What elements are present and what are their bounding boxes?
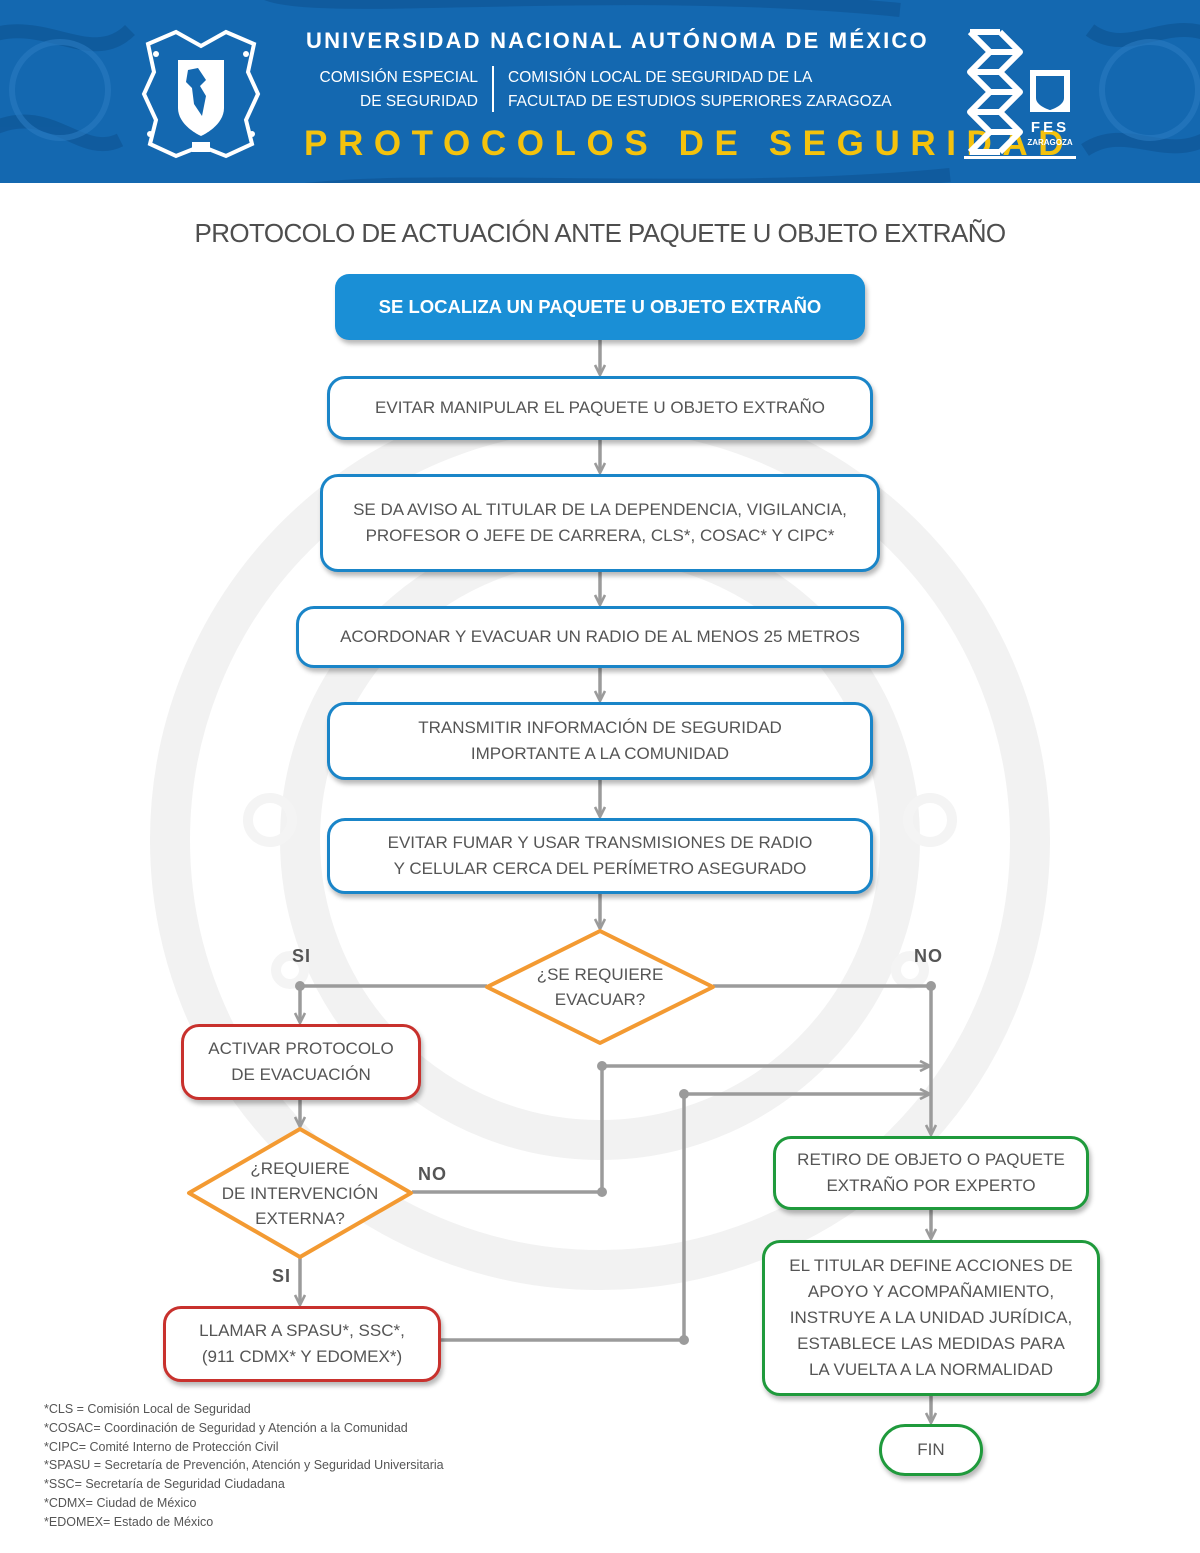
step-notify: SE DA AVISO AL TITULAR DE LA DEPENDENCIA… (320, 474, 880, 572)
footnote-cdmx: *CDMX= Ciudad de México (44, 1495, 197, 1510)
footnote-edomex: *EDOMEX= Estado de México (44, 1514, 214, 1529)
call-authorities-box: LLAMAR A SPASU*, SSC*, (911 CDMX* Y EDOM… (163, 1306, 441, 1382)
step-inform-line1: TRANSMITIR INFORMACIÓN DE SEGURIDAD (418, 718, 782, 737)
activate-evacuation-line1: ACTIVAR PROTOCOLO (208, 1039, 394, 1058)
commission-local-line1: COMISIÓN LOCAL DE SEGURIDAD DE LA (508, 69, 813, 86)
call-authorities-line1: LLAMAR A SPASU*, SSC*, (199, 1321, 405, 1340)
footnote-cipc: *CIPC= Comité Interno de Protección Civi… (44, 1439, 279, 1454)
start-box: SE LOCALIZA UN PAQUETE U OBJETO EXTRAÑO (335, 274, 865, 340)
decision-evacuate-shape (485, 929, 715, 1045)
step-cordon: ACORDONAR Y EVACUAR UN RADIO DE AL MENOS… (296, 606, 904, 668)
label-no-external: NO (418, 1164, 447, 1184)
activate-evacuation-line2: DE EVACUACIÓN (231, 1065, 371, 1084)
header-divider (492, 66, 494, 112)
activate-evacuation-box: ACTIVAR PROTOCOLO DE EVACUACIÓN (181, 1024, 421, 1100)
footnote-cosac: *COSAC= Coordinación de Seguridad y Aten… (44, 1420, 408, 1435)
commission-special-line2: DE SEGURIDAD (360, 93, 478, 110)
titular-actions-line1: EL TITULAR DEFINE ACCIONES DE (789, 1256, 1073, 1275)
footnote-cls: *CLS = Comisión Local de Seguridad (44, 1402, 251, 1416)
step-notify-line2: PROFESOR O JEFE DE CARRERA, CLS*, COSAC*… (365, 526, 835, 545)
step-inform-line2: IMPORTANTE A LA COMUNIDAD (470, 744, 730, 763)
unam-seal-icon (141, 29, 261, 159)
step-no-smoking-line1: EVITAR FUMAR Y USAR TRANSMISIONES DE RAD… (387, 833, 813, 852)
header-banner: UNIVERSIDAD NACIONAL AUTÓNOMA DE MÉXICO … (0, 0, 1200, 183)
footnote-ssc: *SSC= Secretaría de Seguridad Ciudadana (44, 1477, 285, 1492)
footnotes: *CLS = Comisión Local de Seguridad *COSA… (44, 1400, 564, 1532)
logo-zaragoza-text: ZARAGOZA (1027, 138, 1073, 147)
step-no-smoking-line2: Y CELULAR CERCA DEL PERÍMETRO ASEGURADO (393, 859, 807, 878)
titular-actions-line5: LA VUELTA A LA NORMALIDAD (808, 1360, 1054, 1379)
titular-actions-line3: INSTRUYE A LA UNIDAD JURÍDICA, (789, 1308, 1073, 1327)
decision-evacuate-line2: EVACUAR? (554, 990, 646, 1009)
decision-evacuate-line1: ¿SE REQUIERE (536, 965, 664, 984)
decision-external: ¿REQUIERE DE INTERVENCIÓN EXTERNA? (200, 1156, 400, 1231)
titular-actions-line4: ESTABLECE LAS MEDIDAS PARA (797, 1334, 1065, 1353)
decision-evacuate: ¿SE REQUIERE EVACUAR? (500, 962, 700, 1012)
decision-external-shape (187, 1127, 413, 1259)
logo-fes-text: FES (1031, 119, 1069, 136)
end-box: FIN (879, 1424, 983, 1476)
step-inform: TRANSMITIR INFORMACIÓN DE SEGURIDAD IMPO… (327, 702, 873, 780)
footnote-spasu: *SPASU = Secretaría de Prevención, Atenc… (44, 1458, 444, 1473)
label-si-external: SI (272, 1266, 292, 1286)
call-authorities-line2: (911 CDMX* Y EDOMEX*) (201, 1347, 403, 1366)
decision-external-line2: DE INTERVENCIÓN (221, 1184, 379, 1203)
commission-local-line2: FACULTAD DE ESTUDIOS SUPERIORES ZARAGOZA (508, 93, 892, 110)
header-pattern (0, 0, 1200, 183)
expert-removal-line2: EXTRAÑO POR EXPERTO (826, 1176, 1036, 1195)
protocols-title: PROTOCOLOS DE SEGURIDAD (304, 124, 1075, 163)
step-notify-line1: SE DA AVISO AL TITULAR DE LA DEPENDENCIA… (353, 500, 847, 519)
commission-special-line1: COMISIÓN ESPECIAL (319, 69, 478, 86)
commission-local: COMISIÓN LOCAL DE SEGURIDAD DE LA FACULT… (508, 66, 938, 114)
page-title: PROTOCOLO DE ACTUACIÓN ANTE PAQUETE U OB… (194, 218, 1006, 248)
fes-zaragoza-logo-icon: FES ZARAGOZA (964, 29, 1076, 159)
commission-special: COMISIÓN ESPECIAL DE SEGURIDAD (296, 66, 478, 114)
titular-actions-line2: APOYO Y ACOMPAÑAMIENTO, (807, 1282, 1055, 1301)
decision-external-line3: EXTERNA? (255, 1209, 345, 1228)
label-si-evacuate: SI (292, 946, 312, 966)
label-no-evacuate: NO (914, 946, 943, 966)
university-name: UNIVERSIDAD NACIONAL AUTÓNOMA DE MÉXICO (306, 28, 929, 53)
step-no-smoking: EVITAR FUMAR Y USAR TRANSMISIONES DE RAD… (327, 818, 873, 894)
expert-removal-line1: RETIRO DE OBJETO O PAQUETE (797, 1150, 1065, 1169)
titular-actions-box: EL TITULAR DEFINE ACCIONES DE APOYO Y AC… (762, 1240, 1100, 1396)
expert-removal-box: RETIRO DE OBJETO O PAQUETE EXTRAÑO POR E… (773, 1136, 1089, 1210)
step-avoid-handling: EVITAR MANIPULAR EL PAQUETE U OBJETO EXT… (327, 376, 873, 440)
decision-external-line1: ¿REQUIERE (250, 1159, 350, 1178)
